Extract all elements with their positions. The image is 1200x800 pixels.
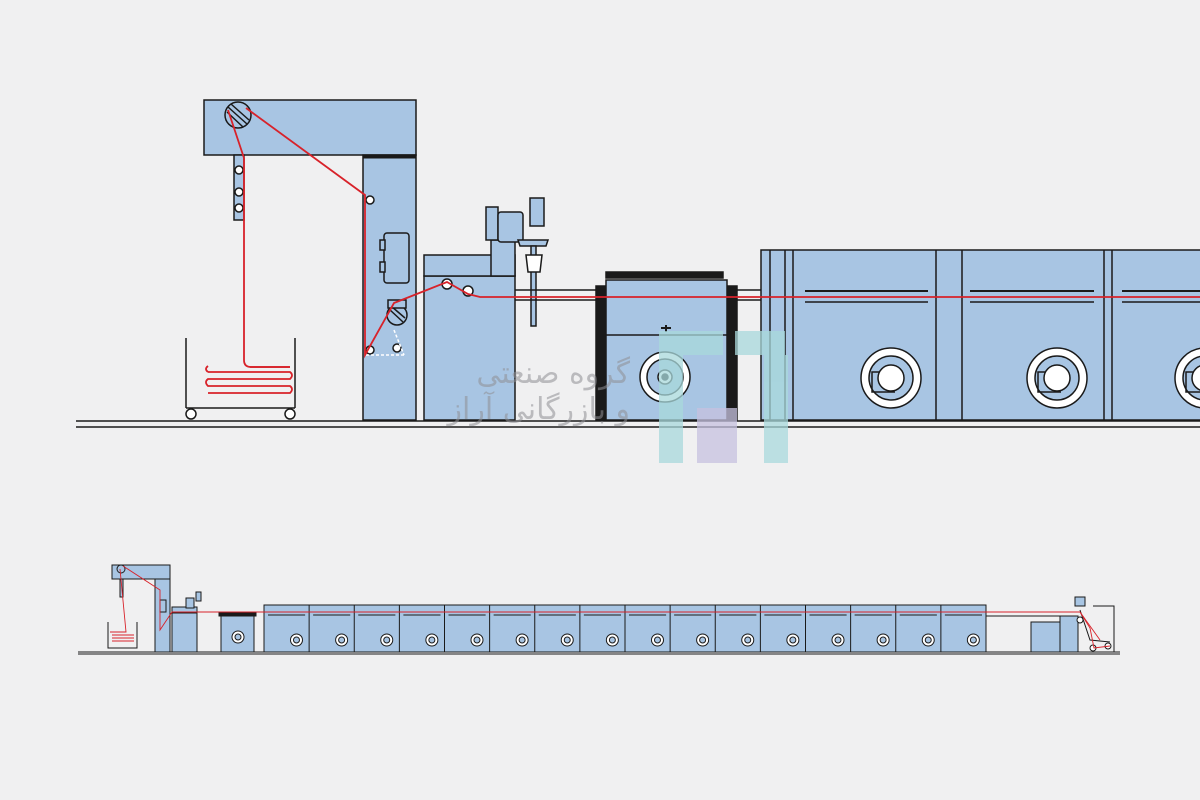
overview-dryer-module [714, 605, 757, 652]
watermark-line-1: گروه صنعتی [476, 356, 630, 391]
overview-dryer-module [444, 605, 486, 652]
overview-dryer-module [534, 605, 576, 652]
overview-dryer-module [353, 605, 396, 652]
padder-unit [423, 197, 600, 421]
overview-dryer-module [579, 605, 621, 652]
dryer-fan [1026, 347, 1088, 409]
overview-dryer-module [940, 605, 982, 652]
overview-heating-unit [218, 611, 257, 653]
dryer-chambers [760, 249, 1200, 421]
fabric-trolley [185, 338, 296, 420]
fabric-path [205, 107, 1200, 394]
watermark-company-name: گروه صنعتی و بازرگانی آراز [400, 356, 630, 428]
overview-dryer-module [489, 605, 531, 652]
heating-unit [595, 271, 762, 421]
overview-dryer-row [263, 604, 987, 653]
overview-dryer-module [398, 605, 441, 652]
dryer-fan [1174, 347, 1200, 409]
overview-dryer-module [624, 605, 667, 652]
overview-dryer-module [308, 605, 351, 652]
overview-fabric-path [110, 565, 1111, 649]
overview-exit-unit [986, 596, 1115, 653]
overview-dryer-module [850, 605, 892, 652]
overview-dryer-module [895, 605, 937, 652]
dryer-fan [860, 347, 922, 409]
overview-dryer-module [805, 605, 847, 652]
araz-logo-icon [659, 331, 788, 463]
overview-entry-frame [107, 564, 171, 653]
watermark-line-2: و بازرگانی آراز [447, 392, 630, 427]
overview-dryer-module [669, 605, 712, 652]
overview-dryer-module [268, 614, 306, 647]
overview-dryer-module [759, 605, 802, 652]
drive-motor [383, 232, 410, 284]
overview-padder [171, 591, 202, 653]
